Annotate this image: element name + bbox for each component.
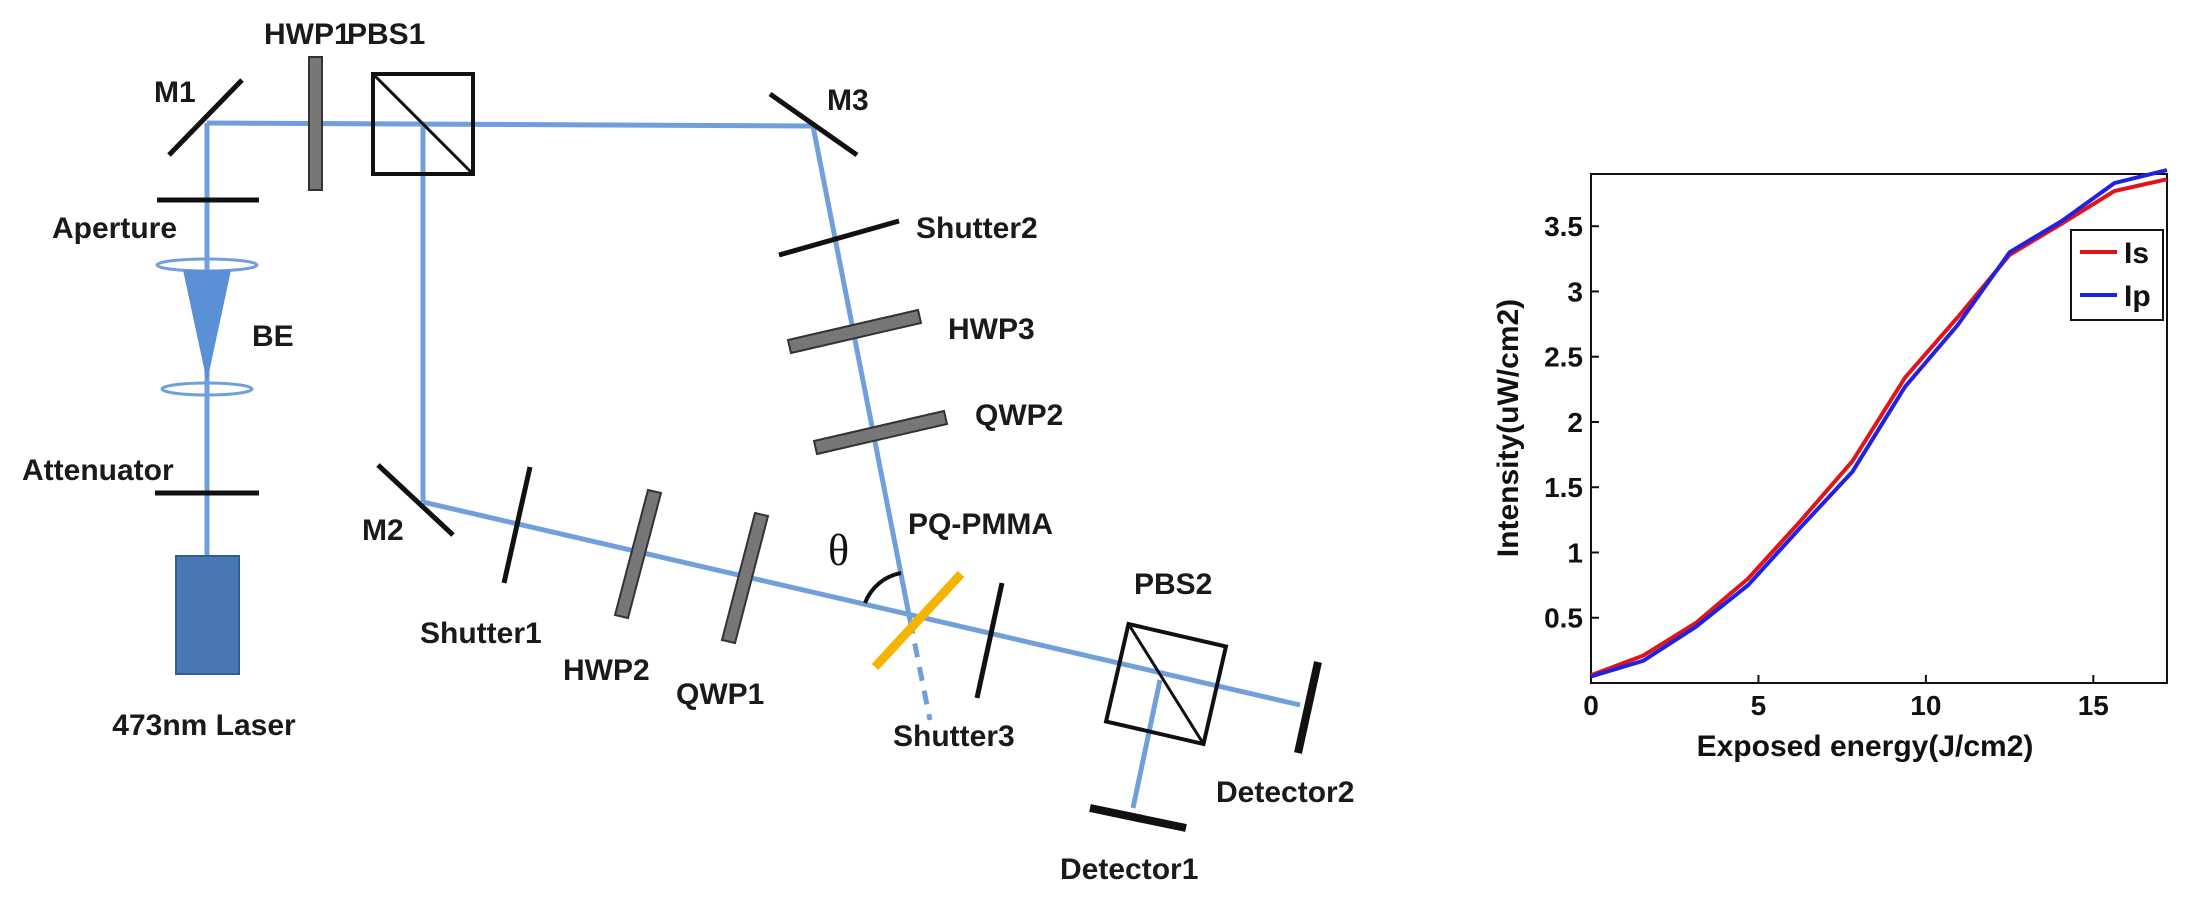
mirror-m2 <box>376 463 455 537</box>
pbs1-cube <box>371 72 475 176</box>
label-detector2: Detector2 <box>1216 776 1354 809</box>
series-line-is <box>1590 177 2168 678</box>
y-tick-label: 1.5 <box>1544 472 1583 503</box>
beam-expander-lens-bottom <box>160 381 254 397</box>
optical-setup-diagram: 473nm Laser Attenuator BE Aperture M1 HW… <box>22 18 1354 886</box>
label-shutter3: Shutter3 <box>893 720 1015 753</box>
detector1-plate <box>1089 804 1187 832</box>
pbs2-splitter <box>1127 623 1205 745</box>
label-shutter2: Shutter2 <box>916 212 1038 245</box>
beam-m1-to-m3 <box>206 120 814 129</box>
label-hwp2: HWP2 <box>563 654 650 687</box>
laser-body <box>175 555 240 675</box>
label-hwp3: HWP3 <box>948 313 1035 346</box>
y-tick-label: 2 <box>1567 407 1583 438</box>
y-tick-label: 3.5 <box>1544 211 1583 242</box>
label-m3: M3 <box>827 84 869 117</box>
qwp1-plate <box>720 511 770 645</box>
x-tick-label: 0 <box>1583 690 1599 721</box>
hwp1-plate <box>308 56 323 191</box>
chart-ylabel: Intensity(uW/cm2) <box>1492 299 1525 557</box>
chart-legend-box <box>2070 229 2164 321</box>
chart-xlabel: Exposed energy(J/cm2) <box>1697 730 2034 763</box>
series-line-ip <box>1590 168 2168 679</box>
label-detector1: Detector1 <box>1060 853 1198 886</box>
pbs2-cube <box>1103 621 1229 747</box>
label-aperture: Aperture <box>52 212 177 245</box>
x-tick-label: 10 <box>1910 690 1941 721</box>
x-tick-label: 15 <box>2078 690 2109 721</box>
x-tick-label: 5 <box>1751 690 1767 721</box>
label-shutter1: Shutter1 <box>420 617 542 650</box>
y-tick-label: 0.5 <box>1544 603 1583 634</box>
qwp2-plate <box>812 409 949 456</box>
beam-m2-to-detector2 <box>422 499 1301 708</box>
detector2-plate <box>1294 661 1322 754</box>
pq-pmma-sample <box>871 570 965 671</box>
hwp2-plate <box>613 488 663 620</box>
pbs1-splitter <box>371 72 475 176</box>
angle-theta-arc <box>863 571 902 604</box>
intensity-chart: 0 5 10 15 0.5 1 1.5 2 2.5 3 3.5 Exposed energy(J/c… <box>1492 168 2168 763</box>
pbs2-cube-group <box>1103 621 1229 747</box>
label-qwp1: QWP1 <box>676 678 764 711</box>
mirror-m3 <box>768 91 859 158</box>
beam-pbs2-to-detector1 <box>1130 679 1163 809</box>
y-tick-label: 2.5 <box>1544 342 1583 373</box>
legend-label-ip: Ip <box>2124 280 2151 313</box>
y-tick-label: 3 <box>1567 276 1583 307</box>
beam-m3-to-sample <box>810 125 913 621</box>
label-theta: θ <box>828 526 849 575</box>
shutter3-plate <box>974 582 1005 699</box>
chart-legend: Is Ip <box>2070 229 2164 321</box>
label-attenuator: Attenuator <box>22 454 174 487</box>
beam-expander <box>155 257 259 397</box>
legend-label-is: Is <box>2124 237 2149 270</box>
chart-ticks: 0 5 10 15 0.5 1 1.5 2 2.5 3 3.5 <box>1544 211 2109 721</box>
label-m2: M2 <box>362 514 404 547</box>
beam-transmitted-dashed <box>907 619 933 721</box>
beam-expander-cone <box>183 270 231 382</box>
label-hwp1: HWP1 <box>264 18 351 51</box>
shutter1-plate <box>501 466 533 584</box>
y-tick-label: 1 <box>1567 537 1583 568</box>
label-qwp2: QWP2 <box>975 399 1063 432</box>
label-pbs2: PBS2 <box>1134 568 1212 601</box>
hwp3-plate <box>786 308 923 355</box>
label-pq-pmma: PQ-PMMA <box>908 508 1053 541</box>
chart-lines <box>1590 168 2168 679</box>
shutter2-plate <box>778 218 900 258</box>
label-pbs1: PBS1 <box>347 18 425 51</box>
mirror-m1 <box>167 78 244 157</box>
label-be: BE <box>252 320 294 353</box>
label-m1: M1 <box>154 76 196 109</box>
label-laser: 473nm Laser <box>112 709 296 742</box>
